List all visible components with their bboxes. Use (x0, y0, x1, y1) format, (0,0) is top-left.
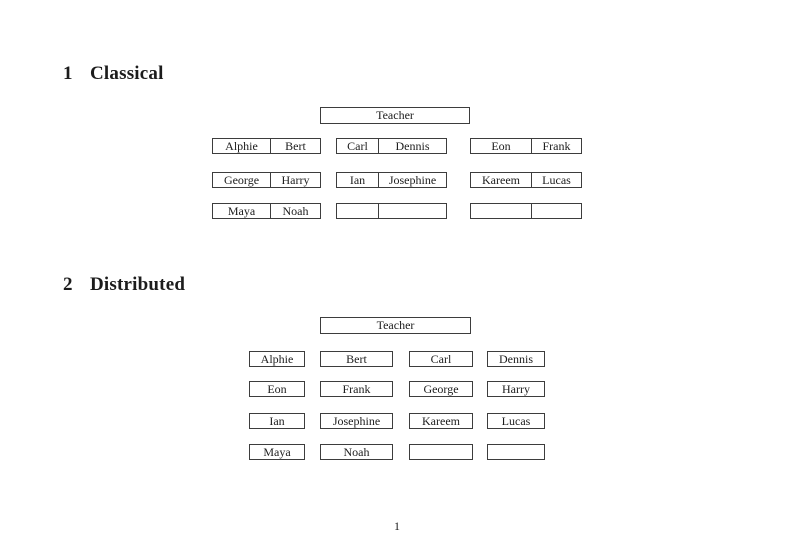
desk-pair: Maya Noah (212, 203, 321, 219)
page-number: 1 (394, 519, 400, 533)
seat: Maya (263, 445, 291, 459)
section-number: 1 (63, 63, 73, 84)
seat-left: Ian (337, 173, 379, 187)
section-title: Distributed (90, 274, 186, 295)
seat-right: Harry (281, 173, 310, 187)
desk-pair: Ian Josephine (336, 172, 447, 188)
seat: Ian (269, 414, 285, 428)
desk-pair: Kareem Lucas (470, 172, 582, 188)
desk-pair: Eon Frank (470, 138, 582, 154)
section-heading-distributed: 2 Distributed (63, 275, 185, 295)
teacher-box-classical: Teacher (320, 107, 470, 124)
seat-right: Bert (285, 139, 306, 153)
desk-single: Kareem (409, 413, 473, 429)
seat-right: Josephine (388, 173, 437, 187)
seat-left: Eon (471, 139, 532, 153)
desk-single: Harry (487, 381, 545, 397)
desk-pair: Alphie Bert (212, 138, 321, 154)
desk-single: Lucas (487, 413, 545, 429)
desk-single: Noah (320, 444, 393, 460)
teacher-label: Teacher (376, 318, 415, 332)
seat: Eon (267, 382, 287, 396)
seat: Dennis (499, 352, 533, 366)
desk-single: Josephine (320, 413, 393, 429)
seat-right: Frank (542, 139, 571, 153)
teacher-box-distributed: Teacher (320, 317, 471, 334)
seat-right: Dennis (395, 139, 430, 153)
seat-left: Maya (213, 204, 271, 218)
desk-pair-empty (336, 203, 447, 219)
desk-single-empty (409, 444, 473, 460)
seat: Harry (502, 382, 530, 396)
desk-single: Maya (249, 444, 305, 460)
seat-left: Carl (337, 139, 379, 153)
seat-right (379, 204, 446, 218)
seat (410, 445, 472, 459)
seat (488, 445, 544, 459)
desk-pair-empty (470, 203, 582, 219)
desk-single: Ian (249, 413, 305, 429)
teacher-label: Teacher (376, 108, 414, 122)
seat-left: George (213, 173, 271, 187)
desk-single: Eon (249, 381, 305, 397)
desk-single: Alphie (249, 351, 305, 367)
desk-single: Frank (320, 381, 393, 397)
seat: Carl (430, 352, 452, 366)
seat: Frank (342, 382, 371, 396)
desk-single: Dennis (487, 351, 545, 367)
seat-left: Kareem (471, 173, 532, 187)
desk-pair: Carl Dennis (336, 138, 447, 154)
section-number: 2 (63, 274, 73, 295)
desk-single-empty (487, 444, 545, 460)
seat: Bert (346, 352, 367, 366)
desk-single: Bert (320, 351, 393, 367)
desk-single: George (409, 381, 473, 397)
seat: Lucas (501, 414, 531, 428)
seat: Kareem (422, 414, 460, 428)
seat: Noah (343, 445, 370, 459)
seat-right: Lucas (542, 173, 571, 187)
section-heading-classical: 1 Classical (63, 64, 164, 84)
seat-left (471, 204, 532, 218)
section-title: Classical (90, 63, 164, 84)
seat: Josephine (332, 414, 381, 428)
seat: George (423, 382, 459, 396)
desk-pair: George Harry (212, 172, 321, 188)
seat-right: Noah (282, 204, 309, 218)
seat-left: Alphie (213, 139, 271, 153)
seat: Alphie (260, 352, 294, 366)
seat-right (532, 204, 581, 218)
desk-single: Carl (409, 351, 473, 367)
seat-left (337, 204, 379, 218)
